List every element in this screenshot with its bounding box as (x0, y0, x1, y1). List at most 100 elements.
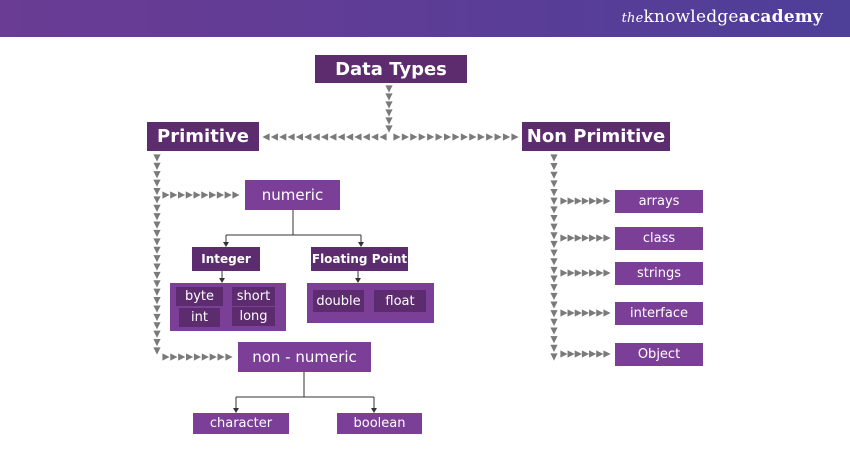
primitive-spine-arrow (153, 229, 161, 238)
primitive-spine-arrow (153, 204, 161, 212)
non-primitive-spine-arrow (550, 171, 558, 179)
to-non-numeric-arrow (170, 353, 178, 361)
object-node: Object (615, 343, 703, 366)
non-primitive-spine-arrow (550, 232, 558, 240)
character-arrowhead (233, 408, 239, 413)
primitive-spine-arrow (153, 171, 161, 179)
to-non-primitive-item-arrow-2 (567, 269, 575, 277)
to-non-primitive-arrow (401, 133, 410, 141)
to-primitive-arrow (262, 133, 270, 141)
to-numeric-arrow (177, 191, 186, 199)
primitive-spine-arrow (153, 347, 161, 355)
to-non-primitive-arrow (511, 133, 519, 141)
primitive-spine-arrow (153, 305, 161, 313)
to-non-primitive-item-arrow-1 (603, 234, 611, 242)
to-non-primitive-item-arrow-2 (603, 269, 611, 277)
to-primitive-arrow (304, 133, 312, 141)
brand-logo: theknowledgeacademy (622, 7, 823, 27)
to-non-numeric-arrow (178, 353, 186, 361)
non-primitive-spine-arrow (550, 275, 558, 283)
to-non-primitive-item-arrow-0 (581, 197, 590, 205)
to-non-primitive-item-arrow-2 (589, 269, 597, 277)
float-types-arrowhead (355, 278, 361, 283)
to-primitive-arrow (287, 133, 295, 141)
to-non-numeric-arrow (186, 353, 194, 361)
to-primitive-arrow (320, 133, 329, 141)
non-primitive-spine-arrow (550, 163, 558, 171)
boolean-arrowhead (371, 408, 377, 413)
non-primitive-spine-arrow (550, 197, 558, 205)
to-numeric-arrow (224, 191, 232, 199)
primitive-spine-arrow (153, 263, 161, 271)
root-down-arrow (385, 109, 393, 117)
to-non-primitive-item-arrow-1 (581, 234, 590, 242)
to-non-primitive-arrow (502, 133, 511, 141)
to-non-primitive-item-arrow-1 (567, 234, 575, 242)
non-primitive-spine-arrow (550, 154, 558, 162)
to-non-primitive-arrow (452, 133, 460, 141)
to-non-numeric-arrow (217, 353, 225, 361)
float-chip: float (374, 290, 426, 312)
non-primitive-spine-arrow (550, 214, 558, 223)
primitive-spine-arrow (153, 213, 161, 221)
non-primitive-spine-arrow (550, 258, 558, 266)
to-non-primitive-arrow (443, 133, 452, 141)
non-primitive-spine-arrow (550, 189, 558, 197)
boolean-node: boolean (337, 413, 422, 434)
to-non-primitive-item-arrow-3 (574, 309, 582, 317)
root-down-arrow (385, 101, 393, 109)
primitive-spine-arrow (153, 339, 161, 347)
integer-types-arrowhead (219, 278, 225, 283)
to-primitive-arrow (295, 133, 304, 141)
non-primitive-spine-arrow (550, 292, 558, 301)
to-non-primitive-item-arrow-2 (596, 269, 604, 277)
primitive-spine-arrow (153, 288, 161, 296)
non-primitive-spine-arrow (550, 310, 558, 318)
to-non-primitive-item-arrow-1 (589, 234, 597, 242)
non-primitive-spine-arrow (550, 206, 558, 214)
primitive-spine-arrow (153, 187, 161, 196)
to-non-primitive-arrow (435, 133, 443, 141)
non-numeric-node: non - numeric (238, 342, 371, 372)
to-primitive-arrow (362, 133, 370, 141)
primitive-spine-arrow (153, 154, 161, 162)
to-non-primitive-item-arrow-0 (596, 197, 604, 205)
to-primitive-arrow (312, 133, 320, 141)
to-non-numeric-arrow (201, 353, 209, 361)
to-non-primitive-item-arrow-3 (596, 309, 604, 317)
primitive-spine-arrow (153, 322, 161, 330)
to-non-primitive-arrow (460, 133, 469, 141)
to-non-primitive-item-arrow-4 (567, 350, 575, 358)
non-primitive-spine-arrow (550, 336, 558, 344)
to-numeric-arrow (185, 191, 193, 199)
to-non-primitive-item-arrow-1 (596, 234, 604, 242)
strings-node: strings (615, 262, 703, 285)
to-non-primitive-arrow (494, 133, 502, 141)
brand-name: knowledge (643, 7, 739, 27)
root-down-arrow (385, 85, 393, 93)
brand-suffix: academy (738, 7, 823, 27)
to-non-primitive-arrow (477, 133, 485, 141)
to-numeric-arrow (201, 191, 209, 199)
non-primitive-spine-arrow (550, 284, 558, 292)
to-primitive-arrow (354, 133, 362, 141)
to-non-primitive-item-arrow-0 (560, 197, 568, 205)
non-primitive-spine-arrow (550, 353, 558, 361)
interface-node: interface (615, 302, 703, 325)
to-non-primitive-item-arrow-3 (560, 309, 568, 317)
to-non-primitive-item-arrow-4 (581, 350, 590, 358)
to-numeric-arrow (209, 191, 217, 199)
to-non-primitive-item-arrow-1 (560, 234, 568, 242)
to-non-primitive-arrow (410, 133, 418, 141)
long-chip: long (232, 307, 275, 326)
to-non-primitive-item-arrow-4 (589, 350, 597, 358)
non-primitive-spine-arrow (550, 180, 558, 188)
to-primitive-arrow (270, 133, 278, 141)
root-down-arrow (385, 125, 393, 133)
to-non-primitive-arrow (418, 133, 426, 141)
to-numeric-arrow (170, 191, 178, 199)
primitive-spine-arrow (153, 246, 161, 254)
non-primitive-spine-arrow (550, 344, 558, 352)
to-non-primitive-item-arrow-3 (567, 309, 575, 317)
